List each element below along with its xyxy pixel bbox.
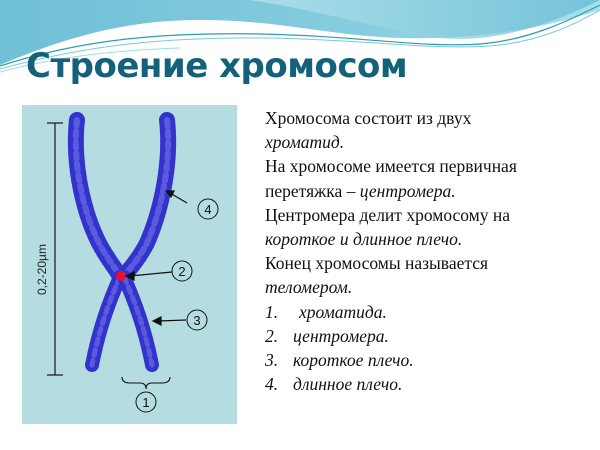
chromosome-diagram: 0,2-20µm 1 — [22, 105, 237, 424]
paragraph-4-line-1: Конец хромосомы называется — [265, 253, 489, 274]
centromere-dot — [116, 271, 126, 281]
paragraph-2-line-1: На хромосоме имеется первичная — [265, 156, 517, 177]
paragraph-1-line-1: Хромосома состоит из двух — [265, 108, 472, 128]
svg-text:3: 3 — [193, 313, 200, 328]
chromosome-icon — [67, 112, 177, 372]
label-1: 1 — [135, 391, 157, 413]
paragraph-3-term: короткое и длинное плечо. — [265, 229, 463, 250]
page-title: Строение хромосом — [26, 46, 408, 86]
paragraph-2-term: центромера. — [359, 180, 456, 201]
legend-item: 3.короткое плечо. — [265, 350, 414, 371]
legend-item: 2.центромера. — [265, 325, 389, 346]
paragraph-1-term: хроматид. — [265, 132, 345, 153]
legend-item: 4.длинное плечо. — [265, 374, 403, 395]
label-3: 3 — [186, 309, 208, 331]
paragraph-3-line-1: Центромера делит хромосому на — [265, 204, 511, 225]
svg-text:2: 2 — [178, 264, 185, 279]
scale-label: 0,2-20µm — [35, 244, 49, 295]
legend-item: 1.хроматида. — [265, 301, 387, 322]
description-text: Хромосома состоит из двух хроматид. На х… — [265, 106, 595, 396]
legend-list: 1.хроматида. 2.центромера. 3.короткое пл… — [265, 300, 595, 397]
header-wave-decoration — [0, 0, 600, 73]
label-4: 4 — [197, 198, 219, 220]
scale-bar — [47, 122, 63, 376]
svg-text:4: 4 — [204, 202, 211, 217]
svg-text:1: 1 — [142, 395, 149, 410]
paragraph-4-term: теломером. — [265, 277, 353, 298]
label-2: 2 — [171, 260, 193, 282]
paragraph-2-line-2: перетяжка – — [265, 180, 360, 201]
